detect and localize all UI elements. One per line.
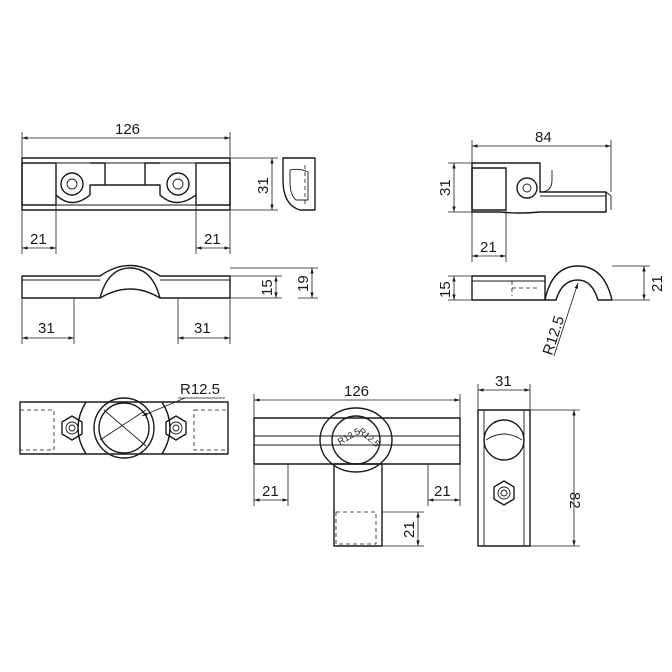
dim-view3-width: 84 xyxy=(535,129,552,146)
dim-view2-left: 31 xyxy=(38,320,55,337)
view-front-short-bracket: 15 21 R12.5 xyxy=(437,265,666,357)
dim-view6-left-offset: 21 xyxy=(262,483,279,500)
dim-view6-circle-a: R12.5 xyxy=(336,426,362,447)
dim-view6-width: 126 xyxy=(344,383,369,400)
side-ring xyxy=(483,419,525,461)
view-top-short-bracket: 84 31 21 xyxy=(437,129,612,262)
dim-view5-radius: R12.5 xyxy=(180,381,220,398)
side-nut xyxy=(493,480,515,506)
short-bracket-outline xyxy=(471,162,607,214)
dim-view4-radius: R12.5 xyxy=(540,314,569,357)
nut-left xyxy=(61,415,83,441)
short-front-arc xyxy=(544,265,613,301)
t-center-clamp xyxy=(319,407,393,473)
front-profile xyxy=(21,264,231,299)
view-t-assembly: R12.5 R12.5 126 21 21 21 xyxy=(253,383,461,547)
view-side-elevation: 31 82 xyxy=(477,373,583,547)
dim-view1-left-offset: 21 xyxy=(30,231,47,248)
dim-view3-offset: 21 xyxy=(480,239,497,256)
nut-right xyxy=(165,415,187,441)
dim-view4-outer-height: 21 xyxy=(649,275,666,292)
bolt-hole-right xyxy=(166,172,190,196)
dim-view2-outer-height: 19 xyxy=(295,275,312,292)
center-saddle xyxy=(90,162,160,186)
dim-view7-height: 82 xyxy=(566,492,583,509)
dim-view6-right-offset: 21 xyxy=(434,483,451,500)
view-front-long-bracket: 15 19 31 31 xyxy=(21,264,318,344)
dim-view6-stem-offset: 21 xyxy=(401,521,418,538)
left-tube-section xyxy=(21,162,57,206)
t-crossbar xyxy=(253,417,461,465)
side-body xyxy=(477,409,531,547)
side-profile xyxy=(282,157,316,211)
short-tube-section xyxy=(471,167,507,211)
bracket-outline xyxy=(21,157,231,211)
view-assembly-clamp: R12.5 xyxy=(19,381,229,459)
dim-view1-right-offset: 21 xyxy=(204,231,221,248)
dim-view4-inner-height: 15 xyxy=(437,281,454,298)
dim-view2-inner-height: 15 xyxy=(259,279,276,296)
clamp-ring xyxy=(93,397,155,459)
short-bolt-hole xyxy=(516,177,538,199)
dim-view2-right: 31 xyxy=(194,320,211,337)
view-top-long-bracket: 126 31 21 21 xyxy=(21,121,316,254)
bolt-hole-left xyxy=(60,172,84,196)
t-stem xyxy=(333,463,383,547)
dim-view3-height: 31 xyxy=(437,179,454,196)
dim-view7-width: 31 xyxy=(495,373,512,390)
right-tube-section xyxy=(195,162,231,206)
dim-view1-width: 126 xyxy=(115,121,140,138)
dim-view1-height: 31 xyxy=(255,177,272,194)
